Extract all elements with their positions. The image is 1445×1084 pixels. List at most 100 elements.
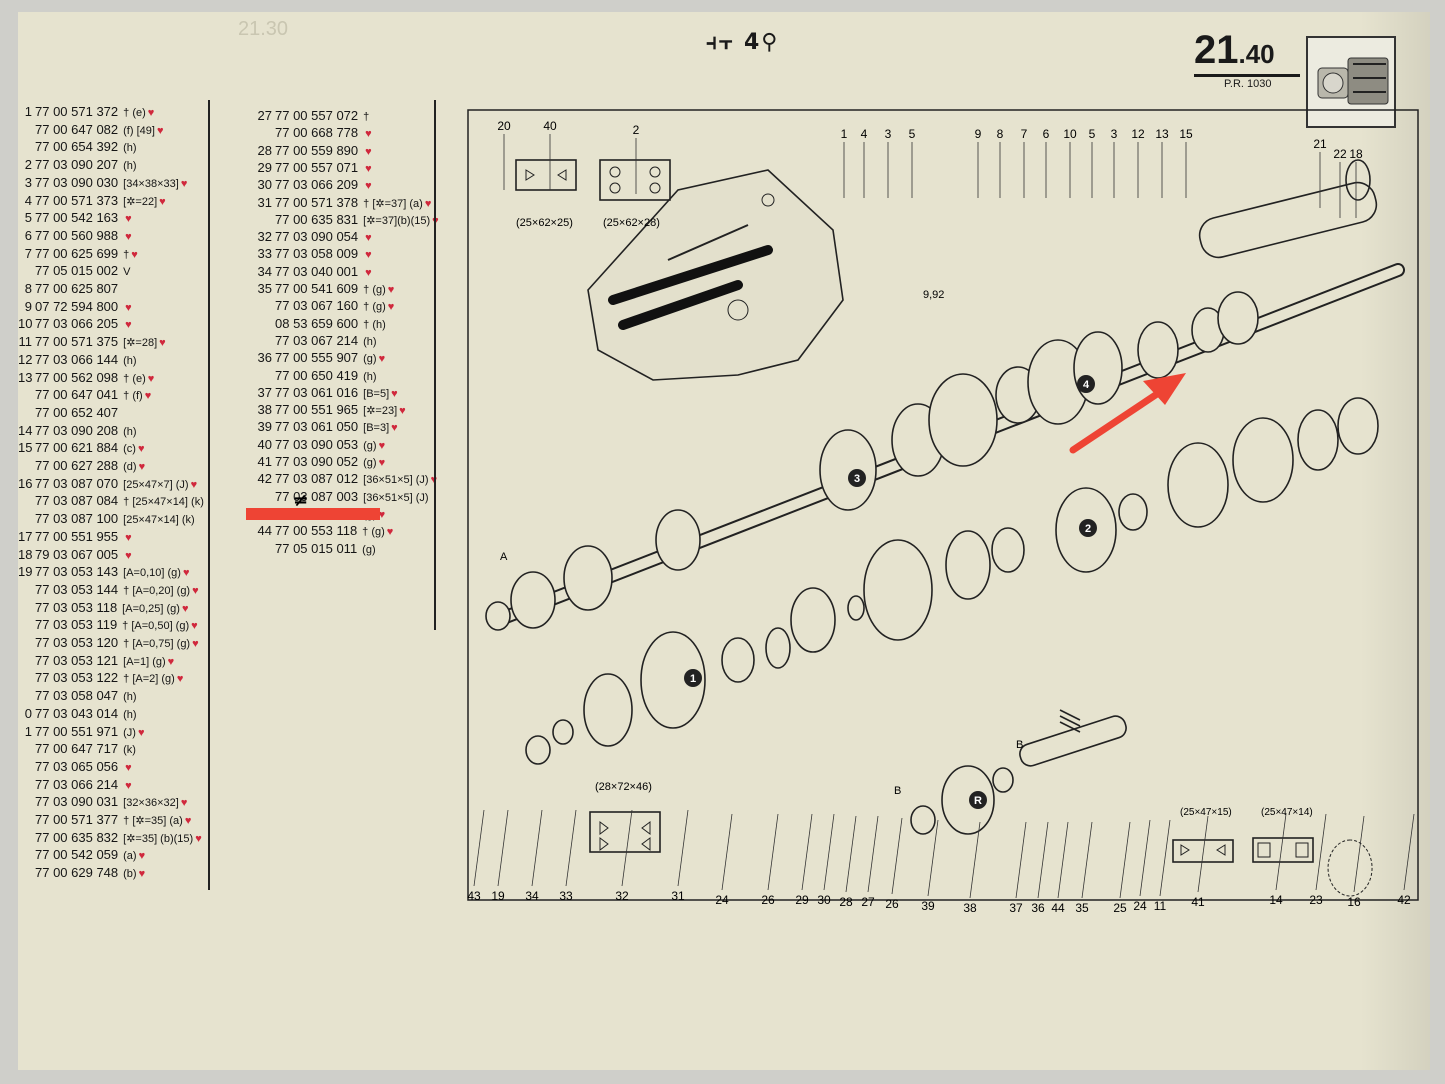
dimension-A: A [500,551,508,563]
part-row: 77 03 053 120† [A=0,75] (g)♥ [18,635,199,652]
page-number-decimal: .40 [1238,39,1275,69]
part-number: 77 03 053 120 [35,635,119,650]
top-callout-number: 3 [1111,127,1118,141]
part-ref-number: 30 [257,177,272,193]
part-ref-number: 32 [257,229,272,245]
part-note: † [A=2] (g) [123,673,175,686]
part-number: 77 00 650 419 [275,367,359,383]
leader-line [531,809,543,887]
part-row: 77 03 053 119† [A=0,50] (g)♥ [18,617,198,634]
bottom-callout-number: 26 [885,897,899,911]
bottom-callout-number: 14 [1269,893,1283,907]
part-number: 77 00 557 071 [275,159,359,175]
bearing-dim-40: (25×62×25) [516,217,573,229]
leader-line [621,809,633,887]
check-heart-mark: ♥ [167,655,175,668]
part-ref-number: 10 [18,316,33,332]
part-note: † (e) [123,107,146,119]
part-number: 77 03 090 207 [35,157,119,173]
bottom-callout-number: 34 [525,889,539,903]
part-ref-number: 11 [18,334,33,350]
secondary-shaft-assembly [525,397,1379,765]
check-heart-mark: ♥ [192,638,199,650]
top-callout-number: 8 [997,127,1004,141]
bottom-callout-number: 32 [615,889,629,903]
part-note: † [✲=37] (a) [363,197,423,210]
bottom-callout-number: 42 [1397,893,1411,907]
check-heart-mark: ♥ [180,797,188,810]
part-note: (g) [362,543,376,556]
check-heart-mark: ♥ [399,405,406,418]
part-ref-number: 15 [18,440,33,456]
check-heart-mark: ♥ [125,531,132,544]
part-ref-number: 35 [257,281,272,296]
part-note: (J) [123,726,136,739]
reverse-gear-assembly [910,709,1127,835]
bottom-callout-number: 44 [1051,901,1065,912]
check-heart-mark: ♥ [387,284,395,296]
part-note: (h) [123,708,137,721]
part-ref-number: 2 [24,157,32,173]
part-ref-number: 40 [257,436,272,452]
bottom-callout-number: 33 [559,889,573,903]
part-number: 77 03 053 118 [35,599,118,615]
top-callout-number: 22 [1333,147,1347,161]
part-number: 77 03 058 047 [35,688,119,704]
part-ref-number: 3 [24,174,32,190]
bottom-callout-number: 23 [1309,893,1323,907]
part-number: 77 00 635 832 [35,829,119,845]
gear-badge-label: 2 [1085,523,1091,535]
leader-line [721,813,733,891]
part-row: 77 03 067 214(h) [254,333,379,350]
bearing-dim-41: (25×47×15) [1180,807,1232,818]
check-heart-mark: ♥ [125,301,132,314]
part-note: (h) [123,160,137,173]
part-note: [A=1] (g) [123,655,166,668]
part-number: 77 03 058 009 [275,246,359,262]
leader-line [969,821,981,899]
part-ref-number: 14 [18,422,33,438]
part-note: † (g) [363,301,386,314]
part-number: 77 00 571 377 [35,812,119,827]
part-note: † [A=0,50] (g) [122,620,190,633]
red-arrow-annotation [1069,373,1186,454]
part-number: 77 00 559 890 [275,142,359,158]
part-row: 77 03 053 144† [A=0,20] (g)♥ [18,582,199,599]
spring-dimension: 9,92 [923,289,944,301]
check-heart-mark: ♥ [365,128,372,141]
leader-line [565,809,577,887]
top-callout-number: 12 [1131,127,1145,141]
part-note: [25×47×7] (J) [123,478,189,491]
bottom-callout-number: 39 [921,899,935,912]
part-ref-number: 1 [24,723,32,739]
part-number: 77 03 087 084 [35,493,119,509]
part-number: 77 03 053 119 [35,617,118,633]
part-row: 77 00 647 082(f) [49]♥ [18,122,163,139]
top-callout-number: 2 [633,123,640,137]
leader-line [1119,821,1131,899]
part-note: [25×47×14] (k) [123,514,195,527]
gearbox-thumbnail-image [1306,36,1396,128]
part-ref-number: 8 [24,281,32,296]
part-ref-number: 19 [18,564,33,580]
part-number: 77 03 053 143 [35,564,119,580]
part-number: 77 03 067 160 [275,298,359,314]
header-symbols: ⫞⫟ 4⚲ [706,30,780,55]
page-reference: P.R. 1030 [1224,78,1272,90]
top-callout-number: 15 [1179,127,1193,141]
top-callout-number: 3 [885,127,892,141]
part-note: (k) [123,744,136,757]
part-number: 77 03 066 144 [35,351,119,367]
part-number: 77 03 087 100 [35,511,119,527]
